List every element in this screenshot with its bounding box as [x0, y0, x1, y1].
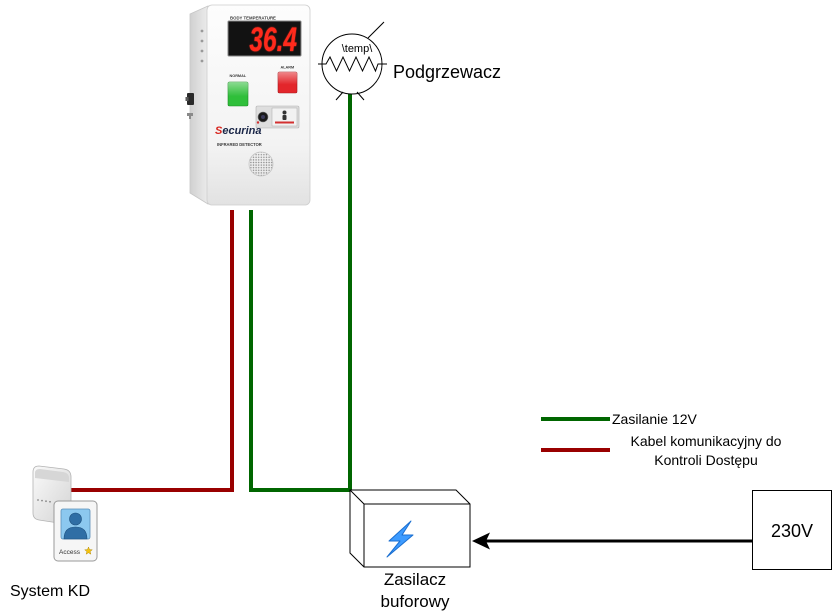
power-supply-box	[349, 489, 471, 568]
normal-indicator-shine	[228, 82, 248, 106]
power-supply-label-line-1: Zasilacz	[384, 570, 446, 589]
scanner-side-panel	[189, 5, 209, 205]
heater-symbol: \temp\	[318, 21, 387, 101]
mains-feed-arrow	[472, 532, 752, 550]
alarm-label: ALARM	[281, 66, 295, 70]
mains-230v: 230V	[752, 490, 832, 570]
heater-leg-left	[335, 91, 344, 101]
heater-leg-right	[356, 91, 365, 101]
resistor-zigzag	[318, 55, 387, 73]
mains-label: 230V	[771, 521, 813, 541]
lightning-bolt-icon	[386, 520, 414, 558]
person-icon	[282, 110, 287, 115]
thermal-indicator-line	[367, 21, 385, 39]
power-supply-label-line-2: buforowy	[381, 592, 450, 611]
access-card-icon: Access	[53, 500, 98, 562]
access-control-system: Access	[32, 465, 98, 562]
body-temperature-scanner: BODY TEMPERATURE 36.4 NORMAL ALARM Secur…	[185, 4, 311, 206]
display-label: BODY TEMPERATURE	[230, 16, 276, 21]
card-person-icon	[69, 512, 82, 526]
temperature-reading: 36.4	[249, 21, 297, 59]
access-control-label: System KD	[10, 583, 90, 600]
scanner-side-indicator-dots	[200, 29, 204, 63]
speaker-grille	[248, 151, 274, 177]
mains-box	[752, 490, 832, 570]
normal-label: NORMAL	[230, 74, 247, 78]
scanner-power-jack	[185, 93, 194, 119]
power-wire-scanner-to-supply	[249, 210, 350, 492]
legend-label-communication-line-1: Kabel komunikacyjny do	[631, 433, 782, 449]
alarm-indicator-shine	[278, 72, 297, 93]
scanner-brand-logo: Securina	[215, 125, 261, 137]
power-supply-box-edges	[349, 489, 470, 567]
sensor-panel	[255, 105, 300, 129]
heater-label: Podgrzewacz	[393, 62, 501, 82]
star-icon	[84, 546, 93, 555]
legend-label-communication-line-2: Kontroli Dostępu	[654, 452, 758, 468]
arrowhead-left-icon	[472, 532, 490, 550]
buffer-power-supply	[349, 489, 471, 568]
heater-symbol-text: \temp\	[342, 43, 374, 55]
legend-label-power: Zasilanie 12V	[612, 411, 697, 427]
scanner-model-label: INFRARED DETECTOR	[217, 142, 262, 147]
legend: Zasilanie 12V Kabel komunikacyjny do Kon…	[541, 411, 782, 468]
temperature-display	[227, 20, 302, 57]
card-text: Access	[59, 549, 81, 556]
communication-wire-to-system-kd	[71, 210, 234, 492]
